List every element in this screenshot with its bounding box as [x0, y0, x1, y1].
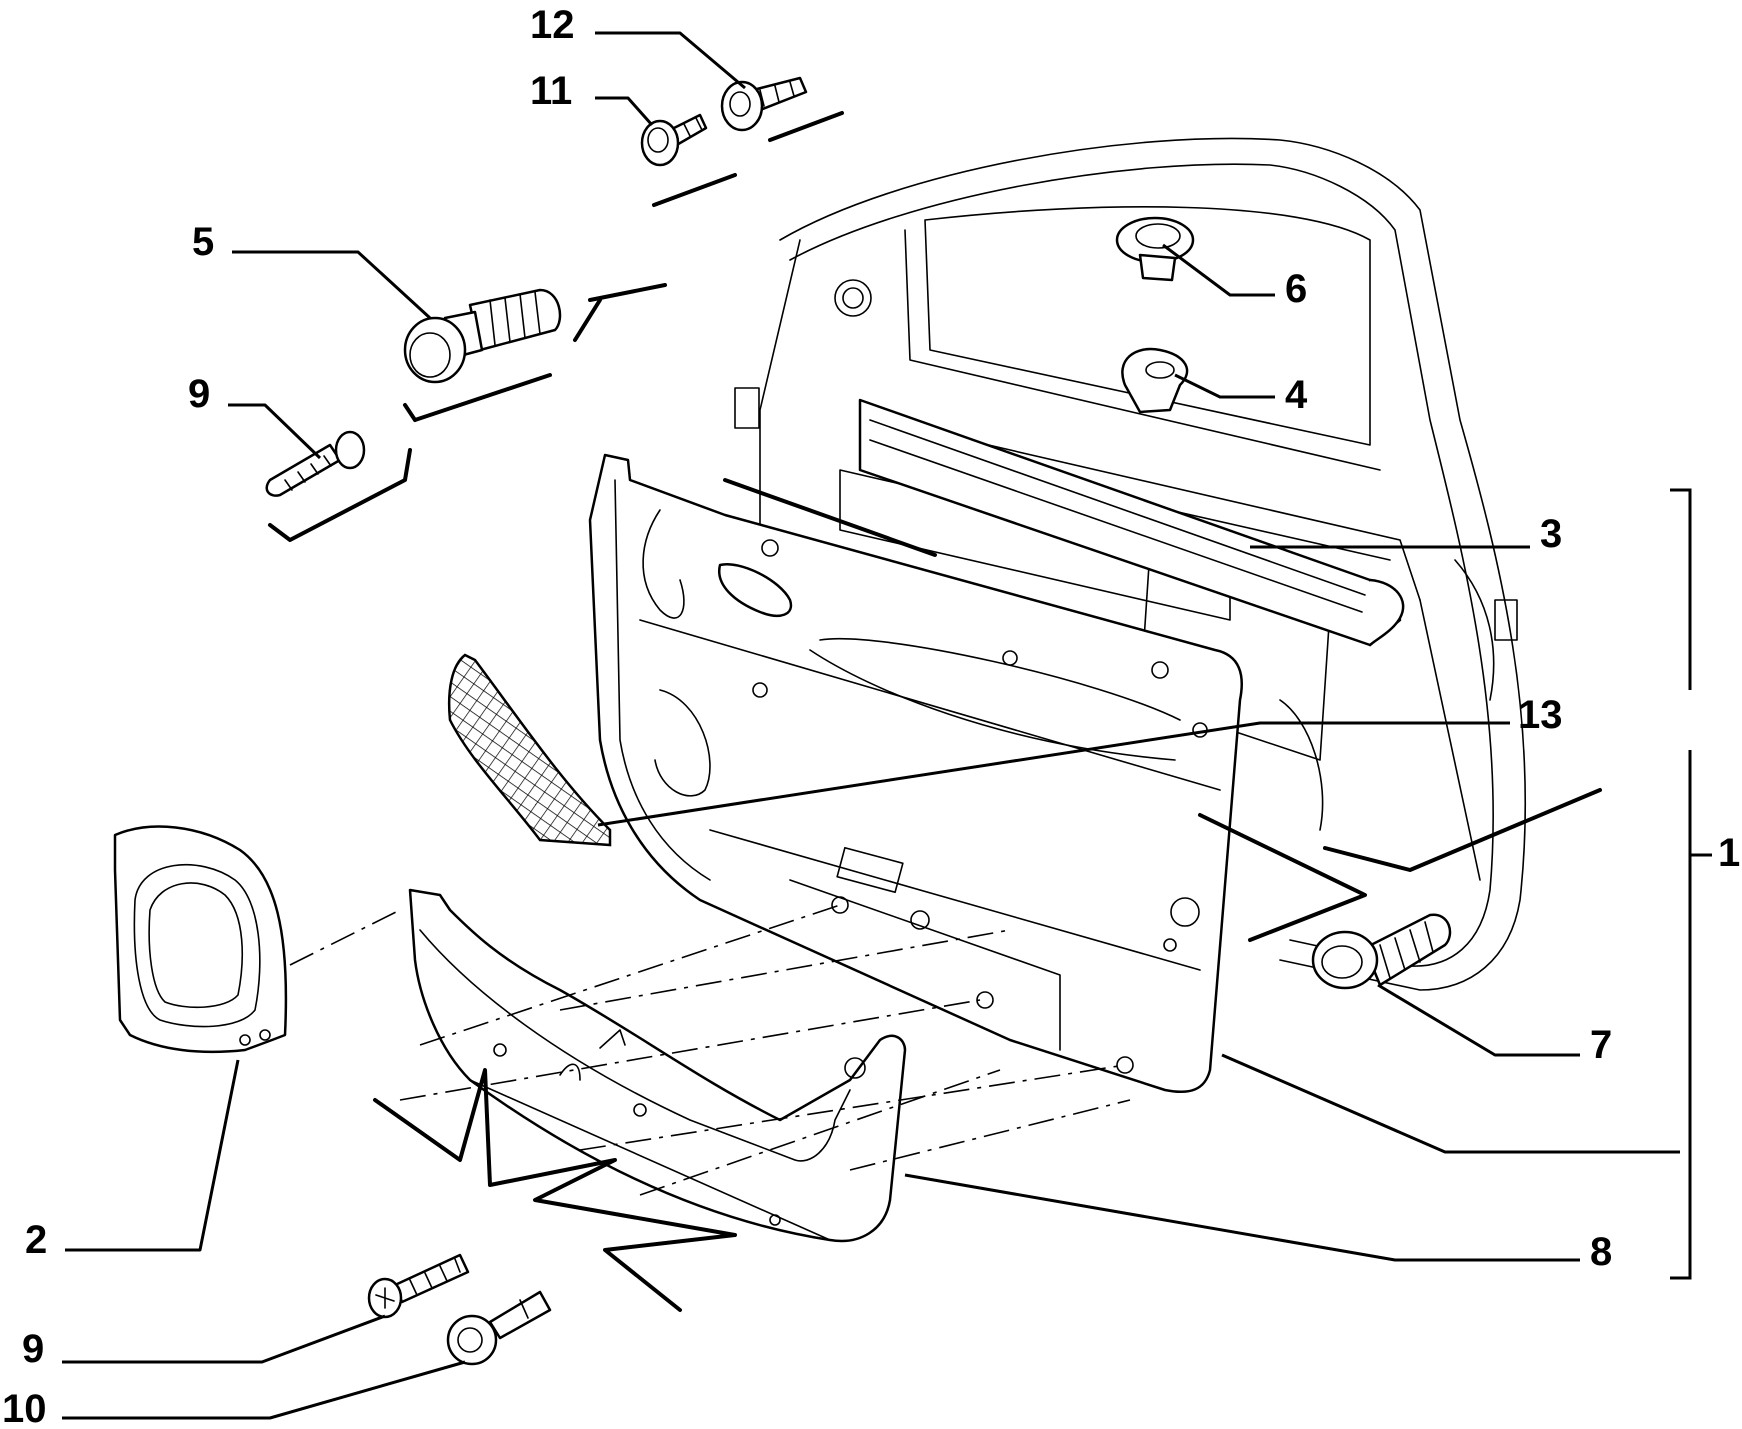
clip-part-12: [720, 76, 808, 132]
callout-12: 12: [530, 3, 575, 47]
grommet-part-4: [1121, 347, 1189, 414]
callout-2: 2: [25, 1218, 47, 1262]
callout-8: 8: [1590, 1230, 1612, 1274]
callout-labels: 12 11 5 9 6 4 3 13 1 7 8 2 9 10: [2, 3, 1740, 1429]
callout-7: 7: [1590, 1023, 1612, 1067]
callout-9-lower: 9: [22, 1327, 44, 1371]
push-clip-part-5: [403, 288, 562, 384]
callout-11: 11: [530, 69, 572, 113]
callout-6: 6: [1285, 267, 1307, 311]
speaker-cover: [113, 825, 288, 1054]
callout-1: 1: [1718, 831, 1740, 875]
speaker-grille-mesh: [447, 653, 612, 847]
assembly-guide-lines: [289, 904, 1131, 1196]
door-trim-panel: [588, 453, 1243, 1094]
explosion-indicator-lines: [268, 111, 1602, 1312]
window-sill-seal: [858, 398, 1405, 647]
callout-10: 10: [2, 1387, 47, 1429]
clip-part-6: [1115, 216, 1195, 282]
callout-5: 5: [192, 220, 214, 264]
rivet-part-10: [446, 1290, 552, 1366]
screw-part-9-lower: [367, 1253, 470, 1319]
assembly-bracket: [1670, 488, 1712, 1280]
screw-part-11: [640, 113, 708, 167]
door-frame: [734, 137, 1527, 991]
callout-9-upper: 9: [188, 372, 210, 416]
push-clip-part-7: [1311, 913, 1452, 990]
callout-3: 3: [1540, 512, 1562, 556]
callout-4: 4: [1285, 373, 1308, 417]
screw-part-9-upper: [265, 430, 366, 497]
door-pocket: [408, 888, 907, 1243]
callout-13: 13: [1518, 693, 1563, 737]
leader-lines: [62, 31, 1680, 1420]
